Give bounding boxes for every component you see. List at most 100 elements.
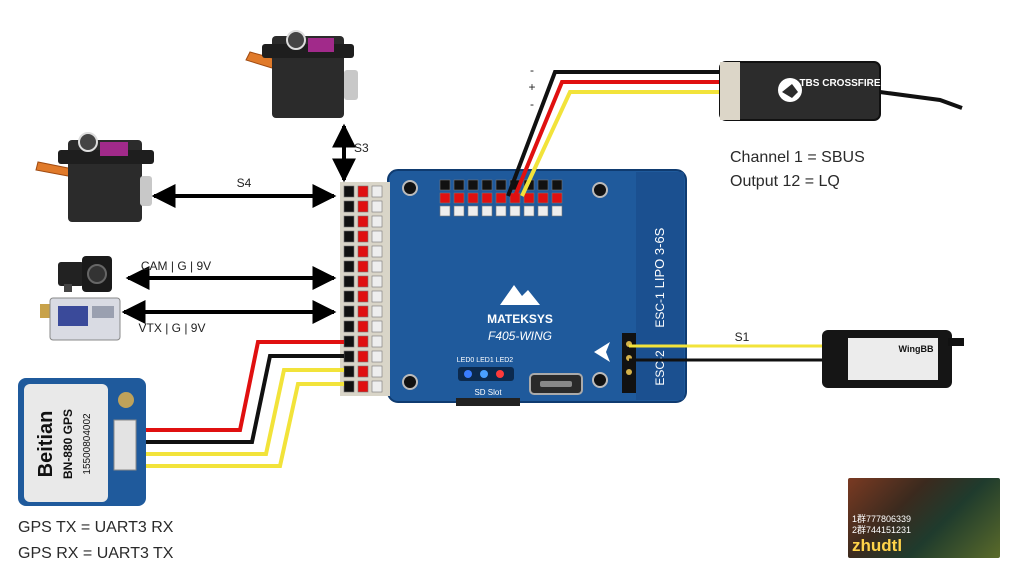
header-pin bbox=[371, 185, 383, 198]
header-pin bbox=[371, 275, 383, 288]
header-pin bbox=[343, 230, 355, 243]
header-pin bbox=[343, 275, 355, 288]
header-pin bbox=[495, 205, 507, 217]
header-pin bbox=[357, 290, 369, 303]
header-pin bbox=[371, 215, 383, 228]
cam-label: CAM | G | 9V bbox=[141, 259, 211, 273]
header-pin bbox=[453, 205, 465, 217]
header-pin bbox=[343, 245, 355, 258]
header-pin bbox=[343, 185, 355, 198]
gps-module: Beitian BN-880 GPS 15500804002 bbox=[18, 378, 146, 506]
header-pin bbox=[453, 192, 465, 204]
header-pin bbox=[439, 179, 451, 191]
header-pin bbox=[495, 179, 507, 191]
header-pin bbox=[371, 335, 383, 348]
led-labels: LED0 LED1 LED2 bbox=[457, 357, 514, 364]
receiver-polarity-plus: + bbox=[528, 80, 535, 94]
header-pin bbox=[537, 205, 549, 217]
header-pin bbox=[371, 290, 383, 303]
mount-hole bbox=[592, 182, 608, 198]
header-pin bbox=[551, 179, 563, 191]
s3-label: S3 bbox=[354, 141, 369, 155]
receiver-polarity-minus: - bbox=[530, 63, 534, 77]
header-pin bbox=[481, 192, 493, 204]
esc-module: WingBB bbox=[822, 330, 964, 388]
receiver-wires bbox=[506, 70, 720, 197]
header-pin bbox=[481, 205, 493, 217]
header-pin bbox=[371, 380, 383, 393]
header-pin bbox=[371, 305, 383, 318]
header-pin bbox=[523, 192, 535, 204]
header-pin bbox=[481, 179, 493, 191]
header-pin bbox=[357, 365, 369, 378]
header-pin bbox=[509, 205, 521, 217]
mount-hole bbox=[592, 372, 608, 388]
pin-header-top bbox=[439, 179, 563, 217]
header-pin bbox=[371, 200, 383, 213]
gps-note-2: GPS RX = UART3 TX bbox=[18, 545, 174, 562]
header-pin bbox=[357, 275, 369, 288]
orientation-arrow-icon bbox=[594, 342, 610, 362]
receiver-note-1: Channel 1 = SBUS bbox=[730, 149, 865, 166]
header-pin bbox=[357, 260, 369, 273]
header-pin bbox=[343, 380, 355, 393]
s1-label: S1 bbox=[735, 330, 750, 344]
header-pin bbox=[357, 380, 369, 393]
header-pin bbox=[467, 205, 479, 217]
header-pin bbox=[467, 192, 479, 204]
header-pin bbox=[371, 365, 383, 378]
crossfire-receiver: TBS CROSSFIRE bbox=[719, 61, 963, 121]
header-pin bbox=[371, 350, 383, 363]
connection-arrows bbox=[121, 123, 356, 324]
lipo-label: LIPO 3-6S bbox=[652, 227, 667, 288]
pin-header-left bbox=[343, 185, 383, 393]
esc1-label: ESC-1 bbox=[653, 292, 667, 328]
header-pin bbox=[343, 215, 355, 228]
header-pin bbox=[343, 305, 355, 318]
receiver-polarity-minus-2: - bbox=[530, 97, 534, 111]
header-pin bbox=[537, 179, 549, 191]
header-pin bbox=[357, 185, 369, 198]
header-pin bbox=[343, 320, 355, 333]
flight-controller-board: MATEKSYS F405-WING LED0 LED1 LED2 SD Slo… bbox=[340, 169, 687, 406]
header-pin bbox=[357, 245, 369, 258]
header-pin bbox=[343, 365, 355, 378]
header-pin bbox=[439, 192, 451, 204]
streamer-overlay: 1群777806339 2群744151231 zhudtl bbox=[848, 478, 1000, 558]
esc2-label: ESC-2 bbox=[653, 350, 667, 386]
gps-wires bbox=[146, 340, 344, 468]
header-pin bbox=[343, 350, 355, 363]
servo-s3 bbox=[245, 30, 358, 118]
vtx-label: VTX | G | 9V bbox=[139, 321, 206, 335]
header-pin bbox=[453, 179, 465, 191]
header-pin bbox=[343, 335, 355, 348]
header-pin bbox=[371, 260, 383, 273]
overlay-user: zhudtl bbox=[852, 536, 903, 555]
mateksys-logo-icon bbox=[500, 285, 540, 305]
gps-model: BN-880 GPS bbox=[61, 409, 75, 479]
header-pin bbox=[551, 205, 563, 217]
header-pin bbox=[439, 205, 451, 217]
receiver-brand: TBS CROSSFIRE bbox=[799, 78, 880, 89]
receiver-note-2: Output 12 = LQ bbox=[730, 173, 840, 190]
gps-note-1: GPS TX = UART3 RX bbox=[18, 519, 174, 536]
header-pin bbox=[357, 350, 369, 363]
header-pin bbox=[537, 192, 549, 204]
header-pin bbox=[357, 230, 369, 243]
board-model: F405-WING bbox=[488, 329, 552, 343]
vtx-module-icon bbox=[40, 297, 121, 341]
header-pin bbox=[357, 200, 369, 213]
header-pin bbox=[371, 320, 383, 333]
overlay-line-1: 1群777806339 bbox=[852, 514, 912, 524]
header-pin bbox=[357, 305, 369, 318]
esc-label: WingBB bbox=[899, 344, 934, 354]
header-pin bbox=[495, 192, 507, 204]
header-pin bbox=[467, 179, 479, 191]
header-pin bbox=[343, 200, 355, 213]
header-pin bbox=[523, 205, 535, 217]
gps-serial: 15500804002 bbox=[82, 413, 93, 475]
s4-label: S4 bbox=[237, 176, 252, 190]
header-pin bbox=[343, 290, 355, 303]
fpv-camera-icon bbox=[58, 256, 112, 292]
esc-signal-wires bbox=[629, 344, 822, 362]
